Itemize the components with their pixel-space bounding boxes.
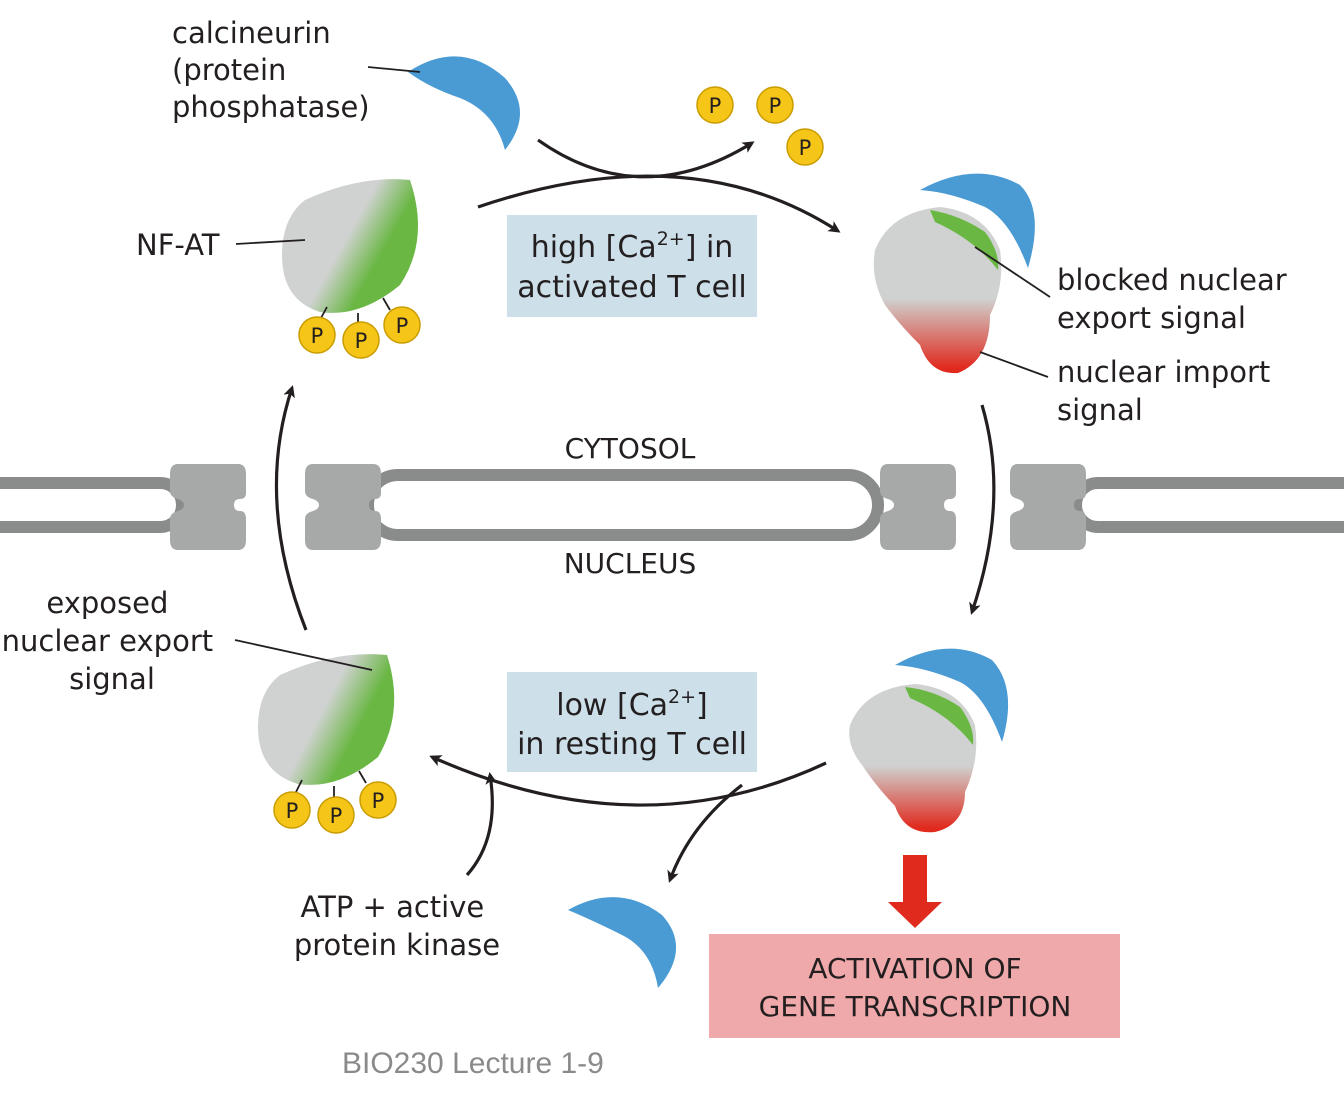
phosphate-bl-1 <box>273 791 311 829</box>
low-calcium-line2: in resting T cell <box>517 727 747 762</box>
nfat-calcineurin-complex-cytosol <box>873 173 1035 374</box>
exposed-export-label: exposed nuclear export signal <box>2 586 223 696</box>
calcineurin-shape-bottom <box>568 897 677 988</box>
exposed-export-leader <box>234 639 373 671</box>
phosphate-tl-2 <box>342 321 380 359</box>
nuclear-envelope <box>0 464 1344 550</box>
nfat-leader <box>235 239 306 245</box>
nuclear-import-leader <box>979 351 1049 378</box>
low-calcium-line1: low [Ca2+] <box>556 686 708 723</box>
cytosol-label: CYTOSOL <box>565 432 696 465</box>
phosphate-bl-3 <box>359 781 397 819</box>
activation-arrow <box>888 855 942 928</box>
svg-text:P: P <box>709 94 722 118</box>
high-calcium-line2: activated T cell <box>517 270 746 305</box>
svg-text:P: P <box>396 314 409 338</box>
phosphate-released-3 <box>786 128 824 166</box>
calcineurin-leader <box>367 66 421 73</box>
nuclear-import-label: nuclear import signal <box>1057 355 1280 427</box>
phosphate-tl-1 <box>298 316 336 354</box>
phosphate-released-1 <box>696 86 734 124</box>
svg-text:P: P <box>286 799 299 823</box>
svg-text:P: P <box>355 329 368 353</box>
arrow-calcineurin-release <box>667 783 743 883</box>
calcineurin-shape-top <box>408 56 520 150</box>
arrow-dephosphorylation <box>477 174 841 233</box>
phosphate-tl-3 <box>383 306 421 344</box>
arrow-kinase-input <box>465 772 498 877</box>
activation-line2: GENE TRANSCRIPTION <box>759 990 1072 1023</box>
nucleus-label: NUCLEUS <box>564 547 697 580</box>
blocked-export-label: blocked nuclear export signal <box>1057 263 1296 335</box>
svg-text:P: P <box>372 789 385 813</box>
atp-kinase-label: ATP + active protein kinase <box>294 890 500 962</box>
calcineurin-shape-bound-top <box>920 173 1035 268</box>
svg-text:P: P <box>311 324 324 348</box>
nfat-label: NF-AT <box>136 228 220 262</box>
calcineurin-shape-bound-nucleus <box>895 648 1009 742</box>
svg-text:P: P <box>799 136 812 160</box>
nfat-calcineurin-complex-nucleus <box>849 648 1009 833</box>
activation-line1: ACTIVATION OF <box>808 952 1021 985</box>
activation-box <box>709 934 1120 1038</box>
nfat-phosphorylated-nucleus: P P P <box>258 654 397 834</box>
phosphate-released-2 <box>756 86 794 124</box>
phosphate-bl-2 <box>317 796 355 834</box>
high-calcium-line1: high [Ca2+] in <box>531 228 734 265</box>
released-phosphates: P P P <box>696 86 824 166</box>
low-calcium-box <box>507 672 757 772</box>
arrow-nuclear-export <box>274 385 308 631</box>
arrow-calcineurin-to-phosphates <box>537 138 755 179</box>
high-calcium-box <box>507 215 757 317</box>
blocked-export-leader <box>974 246 1051 298</box>
nuclear-pore-3 <box>880 464 956 550</box>
lecture-footer: BIO230 Lecture 1-9 <box>342 1047 604 1080</box>
nfat-phosphorylated-cytosol: P P P <box>282 179 421 359</box>
arrow-nuclear-import <box>969 404 996 615</box>
calcineurin-label: calcineurin (protein phosphatase) <box>172 16 370 124</box>
svg-text:P: P <box>330 804 343 828</box>
svg-text:P: P <box>769 94 782 118</box>
